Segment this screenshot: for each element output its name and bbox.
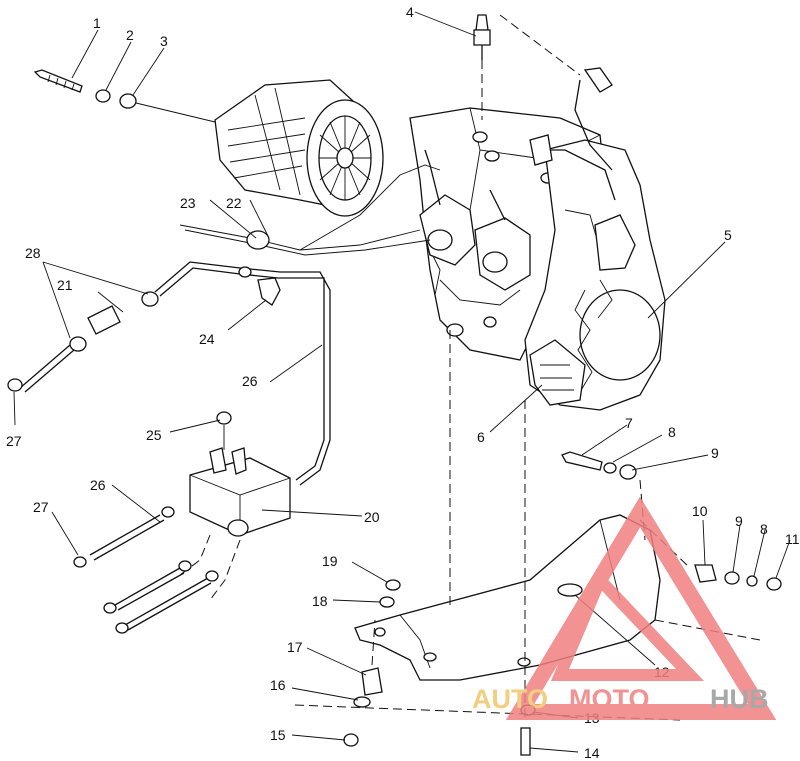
callout-17: 17 [287, 639, 303, 655]
spark-plug [473, 14, 491, 60]
callout-6: 6 [477, 429, 485, 445]
ignition-wires [529, 67, 636, 271]
callout-1: 1 [93, 15, 101, 31]
mount-hardware-left [343, 579, 401, 747]
callout-7: 7 [625, 415, 633, 431]
callout-26a: 26 [242, 373, 258, 389]
callout-24: 24 [199, 331, 215, 347]
watermark-text-moto: MOTO [569, 684, 650, 714]
callout-4: 4 [406, 4, 414, 20]
callout-11: 11 [785, 531, 800, 547]
callout-26b: 26 [90, 477, 106, 493]
recoil-housing [524, 139, 666, 411]
watermark-text-auto: AUTO [472, 684, 548, 714]
callout-27b: 27 [6, 433, 22, 449]
callout-9b: 9 [735, 513, 743, 529]
callout-22: 22 [226, 195, 242, 211]
pulse-lines [73, 506, 219, 634]
watermark-triangle-outer [505, 496, 777, 720]
callout-28: 28 [25, 245, 41, 261]
leader-lines [13, 11, 791, 753]
callout-16: 16 [270, 677, 286, 693]
callout-5: 5 [724, 227, 732, 243]
watermark-triangle-inner [550, 569, 704, 681]
callout-8a: 8 [668, 424, 676, 440]
fuel-pump [179, 411, 291, 601]
callout-19: 19 [322, 553, 338, 569]
callout-20: 20 [364, 509, 380, 525]
clutch-bolt-set [33, 69, 216, 123]
callout-27a: 27 [33, 499, 49, 515]
callout-25: 25 [146, 427, 162, 443]
watermark-text-hub: HUB [710, 684, 769, 714]
callout-8b: 8 [760, 521, 768, 537]
mount-hardware-right [520, 451, 782, 756]
callout-14: 14 [584, 745, 600, 761]
fuel-line-upper [154, 261, 331, 486]
callout-3: 3 [160, 33, 168, 49]
callout-18: 18 [312, 593, 328, 609]
callout-9a: 9 [711, 445, 719, 461]
fuel-filter [7, 291, 159, 393]
callout-10: 10 [692, 503, 708, 519]
callout-15: 15 [270, 727, 286, 743]
callout-23: 23 [180, 195, 196, 211]
drive-clutch [214, 79, 384, 217]
callout-2: 2 [126, 27, 134, 43]
exhaust-guard [529, 339, 586, 406]
carburetors [419, 149, 531, 291]
callout-21: 21 [57, 277, 73, 293]
automotohub-watermark: AUTO MOTO HUB [472, 496, 777, 720]
